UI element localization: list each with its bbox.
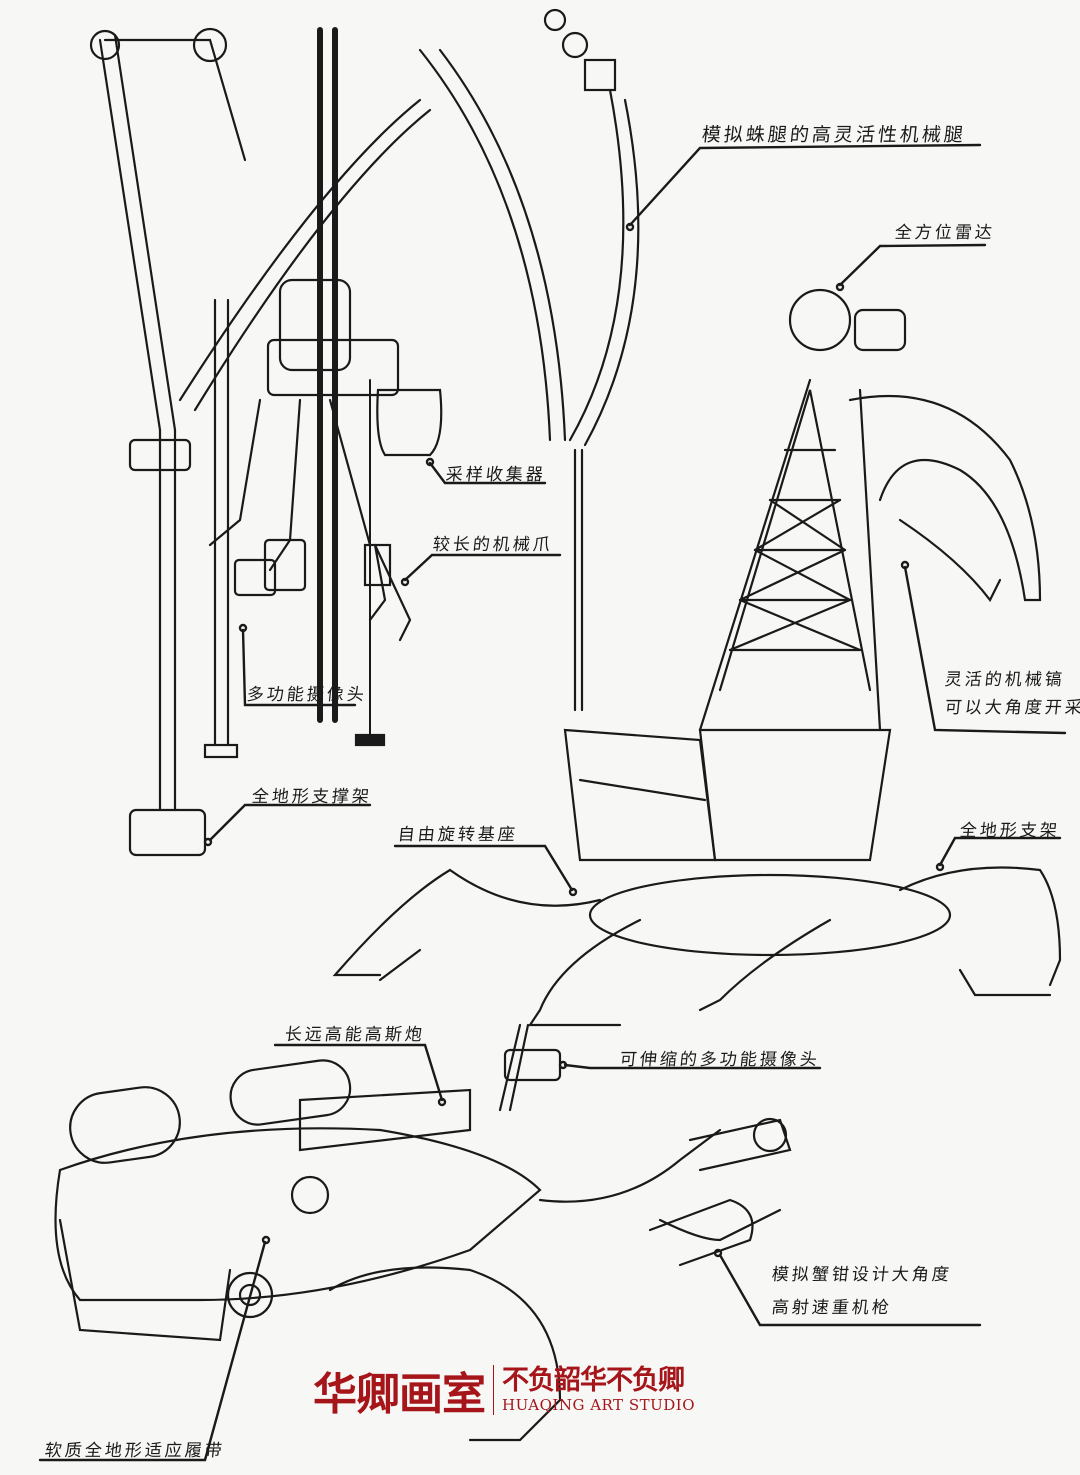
label-gauss-cannon: 长远高能高斯炮 — [283, 1025, 426, 1045]
logo-name: 华卿画室 — [313, 1369, 486, 1420]
label-rotating-base: 自由旋转基座 — [396, 825, 519, 845]
label-soft-tracks: 软质全地形适应履带 — [43, 1441, 226, 1461]
tank-robot-drawing — [54, 1023, 792, 1442]
studio-logo: 华卿画室 不负韶华不负卿 HUAQING ART STUDIO — [313, 1358, 695, 1422]
spider-robot-drawing — [89, 8, 640, 857]
label-pickaxe-line1: 灵活的机械镐 — [943, 670, 1066, 690]
label-support-frame: 全地形支撑架 — [250, 787, 373, 807]
label-spider-leg: 模拟蛛腿的高灵活性机械腿 — [700, 124, 968, 146]
label-long-claw: 较长的机械爪 — [431, 535, 554, 555]
label-multi-camera: 多功能摄像头 — [245, 685, 368, 705]
label-pickaxe-line2: 可以大角度开采 — [943, 698, 1080, 718]
logo-slogan: 不负韶华不负卿 — [502, 1365, 685, 1396]
label-radar: 全方位雷达 — [893, 223, 996, 243]
annotation-leader-lines — [38, 143, 1067, 1462]
label-machine-gun-line2: 高射速重机枪 — [770, 1298, 893, 1318]
label-telescopic-camera: 可伸缩的多功能摄像头 — [618, 1050, 821, 1070]
logo-english: HUAQING ART STUDIO — [502, 1396, 695, 1414]
label-terrain-legs: 全地形支架 — [958, 821, 1061, 841]
logo-divider — [493, 1365, 494, 1415]
tower-robot-drawing — [332, 288, 1062, 1027]
label-machine-gun-line1: 模拟蟹钳设计大角度 — [770, 1265, 953, 1285]
label-sample-collector: 采样收集器 — [444, 465, 547, 485]
